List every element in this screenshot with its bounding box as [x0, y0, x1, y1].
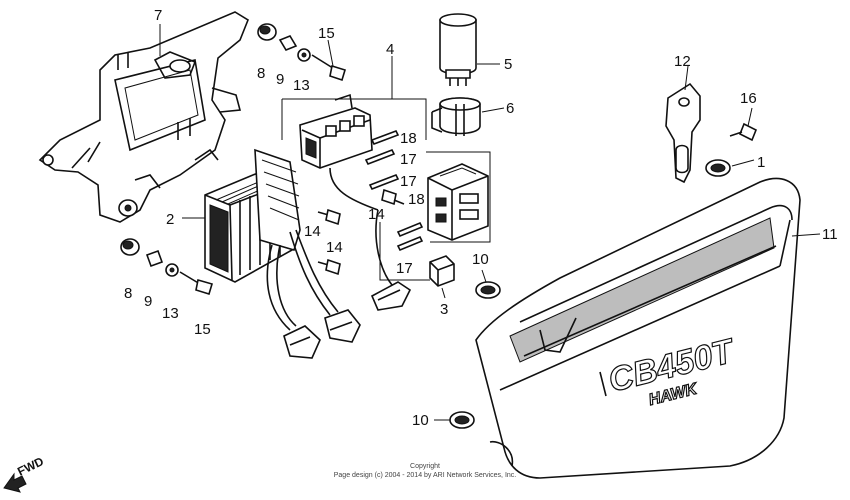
fuse-18-a [370, 129, 400, 146]
callout-16: 16 [740, 90, 757, 107]
copyright-line-1: Copyright [410, 463, 440, 470]
callout-7: 7 [154, 7, 162, 24]
copyright-line-2: Page design (c) 2004 - 2014 by ARI Netwo… [334, 472, 517, 479]
callout-15: 15 [194, 321, 211, 338]
callout-9: 9 [276, 71, 284, 88]
coupler-connector [370, 209, 412, 311]
fuse-box-assembly-4 [281, 93, 491, 281]
callout-17: 17 [400, 151, 417, 168]
forward-direction-indicator: FWD [3, 454, 46, 493]
bolt-14-b [317, 258, 341, 276]
callout-6: 6 [506, 100, 514, 117]
callout-13: 13 [162, 305, 179, 322]
callout-9: 9 [144, 293, 152, 310]
bolt-14-a [317, 208, 341, 226]
callout-18: 18 [400, 130, 417, 147]
grommet-1 [705, 159, 731, 177]
grommet-10-b [449, 411, 475, 429]
callout-5: 5 [504, 56, 512, 73]
regulator-wiring [266, 229, 361, 359]
callout-3: 3 [440, 301, 448, 318]
collar-8-bottom [120, 238, 140, 256]
bolt-14-c [381, 188, 405, 206]
bushing-9-top [278, 35, 298, 51]
fuse-18-b [396, 221, 424, 238]
collar-8-top [257, 23, 277, 41]
fuse-17-a [364, 148, 396, 166]
callout-leaders [159, 24, 821, 421]
callout-14: 14 [304, 223, 321, 240]
washer-13-bottom [165, 263, 179, 277]
callout-17: 17 [396, 260, 413, 277]
callout-13: 13 [293, 77, 310, 94]
bolt-15-bottom [179, 271, 213, 296]
bushing-9-bottom [145, 249, 164, 268]
callout-14: 14 [368, 206, 385, 223]
fuse-17-c [396, 235, 424, 252]
callout-17: 17 [400, 173, 417, 190]
arrow-icon [3, 472, 27, 493]
fwd-label: FWD [15, 454, 46, 479]
regulator-rectifier-2 [204, 148, 301, 283]
callout-1: 1 [757, 154, 765, 171]
relay-5 [439, 13, 477, 86]
bolt-16 [729, 122, 758, 142]
callout-8: 8 [257, 65, 265, 82]
relay-3 [429, 255, 455, 287]
side-cover-11 [475, 177, 801, 479]
callout-2: 2 [166, 211, 174, 228]
callout-10: 10 [412, 412, 429, 429]
grommet-10-a [475, 281, 501, 299]
washer-13-top [297, 48, 311, 62]
callout-15: 15 [318, 25, 335, 42]
callout-14: 14 [326, 239, 343, 256]
mounting-bracket-7 [38, 11, 249, 223]
callout-8: 8 [124, 285, 132, 302]
bolt-15-top [311, 54, 346, 82]
fuse-holder-block [427, 163, 489, 241]
fuse-17-b [368, 173, 400, 191]
side-cover-stay-12 [665, 82, 701, 184]
relay-holder-6 [431, 97, 481, 136]
callout-12: 12 [674, 53, 691, 70]
callout-4: 4 [386, 41, 394, 58]
callout-11: 11 [822, 226, 838, 243]
callout-labels: 7 8 9 13 15 4 5 6 12 16 1 18 17 17 14 18… [124, 7, 838, 429]
callout-10: 10 [472, 251, 489, 268]
callout-18: 18 [408, 191, 425, 208]
